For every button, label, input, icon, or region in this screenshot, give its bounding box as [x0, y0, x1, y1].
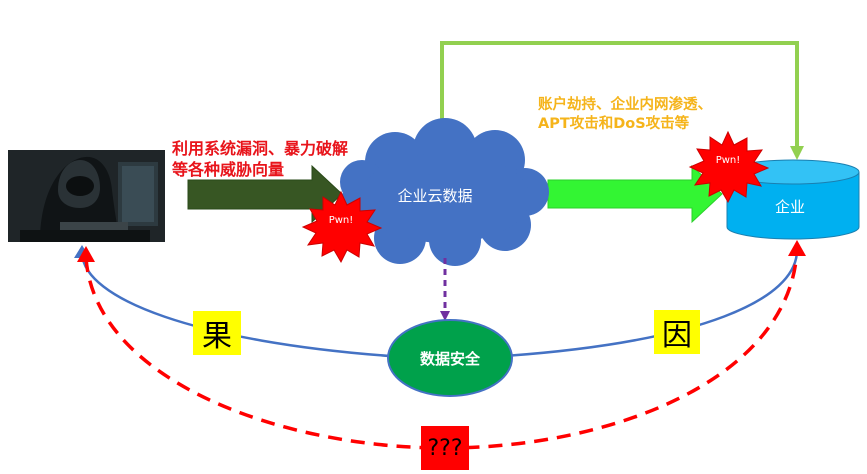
attack-vectors-label: 利用系统漏洞、暴力破解等各种威胁向量: [172, 139, 349, 179]
hacker-image: [8, 150, 165, 242]
data-security-node: [387, 319, 513, 397]
data-security-label: 数据安全: [419, 350, 480, 368]
unknown-label: ???: [427, 435, 463, 461]
cloud-label: 企业云数据: [397, 187, 473, 205]
dashed-arrowhead-right: [788, 240, 806, 256]
cause-box: 因: [654, 310, 700, 354]
hacker-icon: [8, 150, 165, 242]
enterprise-label: 企业: [774, 198, 805, 216]
dashed-arrowhead-left: [77, 246, 95, 262]
cloud-shape: [336, 118, 549, 266]
pwn-starburst-cloud: [301, 190, 383, 264]
pwn-starburst-enterprise: [688, 130, 770, 204]
pwn-cloud-label: Pwn!: [328, 215, 354, 226]
enterprise-database: [726, 159, 860, 240]
threat-arrow: [547, 164, 723, 224]
cause-label: 因: [662, 318, 692, 353]
feedback-loop-arrow: [440, 41, 804, 160]
threats-label: 账户劫持、企业内网渗透、APT攻击和DoS攻击等: [538, 97, 712, 132]
pwn-enterprise-label: Pwn!: [715, 155, 741, 166]
effect-box: 果: [193, 311, 241, 355]
unknown-box: ???: [421, 426, 469, 470]
effect-label: 果: [202, 319, 232, 354]
